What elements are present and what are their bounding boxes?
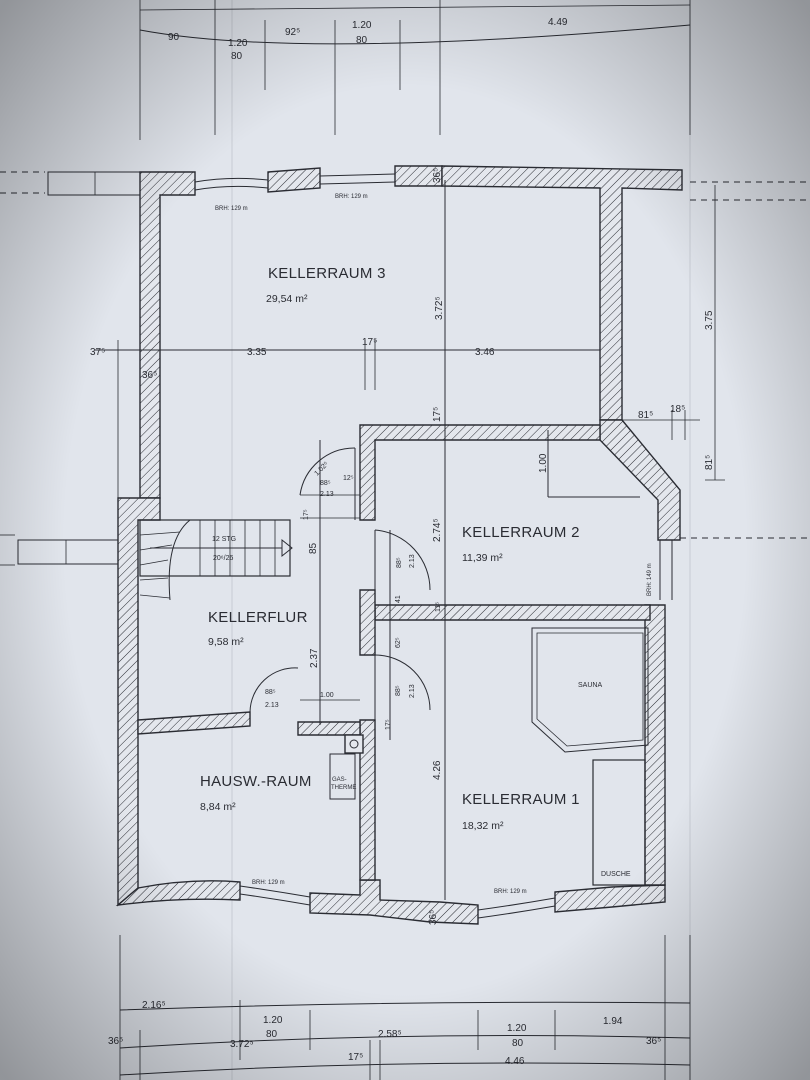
room-area-kellerraum-1: 18,32 m²	[462, 820, 504, 832]
dim-365-bottom: 36⁵	[428, 910, 439, 925]
dim-bottom-80b: 80	[512, 1038, 524, 1049]
dim-426: 4.26	[432, 760, 443, 780]
room-area-kellerflur: 9,58 m²	[208, 636, 244, 648]
dim-top-90: 90	[168, 32, 180, 43]
dim-bottom-194: 1.94	[603, 1016, 623, 1027]
brh-top-left: BRH: 129 m	[215, 206, 248, 212]
dim-top-449: 4.49	[548, 17, 568, 28]
dim-bottom-120: 1.20	[263, 1015, 283, 1026]
dim-bottom-120b: 1.20	[507, 1023, 527, 1034]
gas-label-2: THERME	[331, 785, 356, 791]
dim-top-120b: 1.20	[352, 20, 372, 31]
dim-top-80b: 80	[356, 35, 368, 46]
dim-885b: 88⁵	[396, 557, 403, 568]
brh-bottom-right: BRH: 129 m	[494, 889, 527, 895]
dim-top-80: 80	[231, 51, 243, 62]
dim-375: 3.75	[704, 310, 715, 330]
dim-815b: 81⁵	[704, 455, 715, 470]
dim-bottom-446: 4.46	[505, 1056, 525, 1067]
dim-175b: 17⁵	[432, 407, 443, 422]
sauna-label: SAUNA	[578, 682, 602, 689]
dim-41: 41	[395, 595, 402, 603]
dim-335: 3.35	[247, 347, 267, 358]
dim-175c: 17⁵	[303, 509, 310, 520]
dim-885c: 88⁵	[265, 689, 276, 696]
dim-bottom-365b: 36⁵	[646, 1036, 661, 1047]
dim-175a: 17⁵	[362, 337, 377, 348]
dim-185: 18⁵	[670, 404, 685, 415]
room-name-kellerraum-3: KELLERRAUM 3	[268, 265, 386, 282]
dim-bottom-175: 17⁵	[348, 1052, 363, 1063]
room-name-hausw-raum: HAUSW.-RAUM	[200, 773, 312, 790]
stair-steps: 12 STG	[212, 536, 236, 543]
dim-625: 62⁵	[395, 637, 402, 648]
brh-right: BRH: 149 m	[647, 563, 653, 596]
dim-2745: 2.74⁵	[432, 518, 443, 542]
dim-815: 81⁵	[638, 410, 653, 421]
dim-bottom-365a: 36⁵	[108, 1036, 123, 1047]
brh-top-mid: BRH: 129 m	[335, 194, 368, 200]
dusche-label: DUSCHE	[601, 871, 631, 878]
room-area-hausw-raum: 8,84 m²	[200, 801, 236, 813]
dim-3725: 3.72⁵	[434, 296, 445, 320]
dim-bottom-80: 80	[266, 1029, 278, 1040]
dim-100: 1.00	[538, 453, 549, 473]
dim-bottom-3725: 3.72⁵	[230, 1039, 254, 1050]
dim-85: 85	[308, 542, 319, 554]
room-name-kellerraum-1: KELLERRAUM 1	[462, 791, 580, 808]
dim-885a: 88⁵	[320, 480, 331, 487]
dim-365-top: 36⁵	[432, 168, 443, 183]
dim-213a: 2.13	[320, 491, 334, 498]
dim-125: 12⁵	[343, 475, 354, 482]
dim-bottom-2585: 2.58⁵	[378, 1029, 402, 1040]
dim-237: 2.37	[309, 648, 320, 668]
dim-213b: 2.13	[409, 554, 416, 568]
dim-175d: 17⁵	[385, 719, 392, 730]
dim-bottom-2165: 2.16⁵	[142, 1000, 166, 1011]
dim-346: 3.46	[475, 347, 495, 358]
gas-label-1: GAS-	[332, 777, 347, 783]
dim-top-925: 92⁵	[285, 27, 300, 38]
dim-115: 11⁵	[435, 602, 442, 612]
dim-213c: 2.13	[265, 702, 279, 709]
dim-885d: 88⁵	[395, 685, 402, 696]
room-area-kellerraum-2: 11,39 m²	[462, 552, 503, 564]
room-name-kellerraum-2: KELLERRAUM 2	[462, 524, 580, 541]
dim-100b: 1.00	[320, 692, 334, 699]
dim-213d: 2.13	[409, 684, 416, 698]
dim-top-120: 1.20	[228, 38, 248, 49]
room-name-kellerflur: KELLERFLUR	[208, 609, 308, 626]
brh-bottom-left: BRH: 129 m	[252, 880, 285, 886]
dim-left-365: 36⁵	[142, 370, 157, 381]
dim-left-375: 37⁵	[90, 347, 105, 358]
room-area-kellerraum-3: 29,54 m²	[266, 293, 308, 305]
stair-ratio: 20⁶/26	[213, 555, 234, 562]
